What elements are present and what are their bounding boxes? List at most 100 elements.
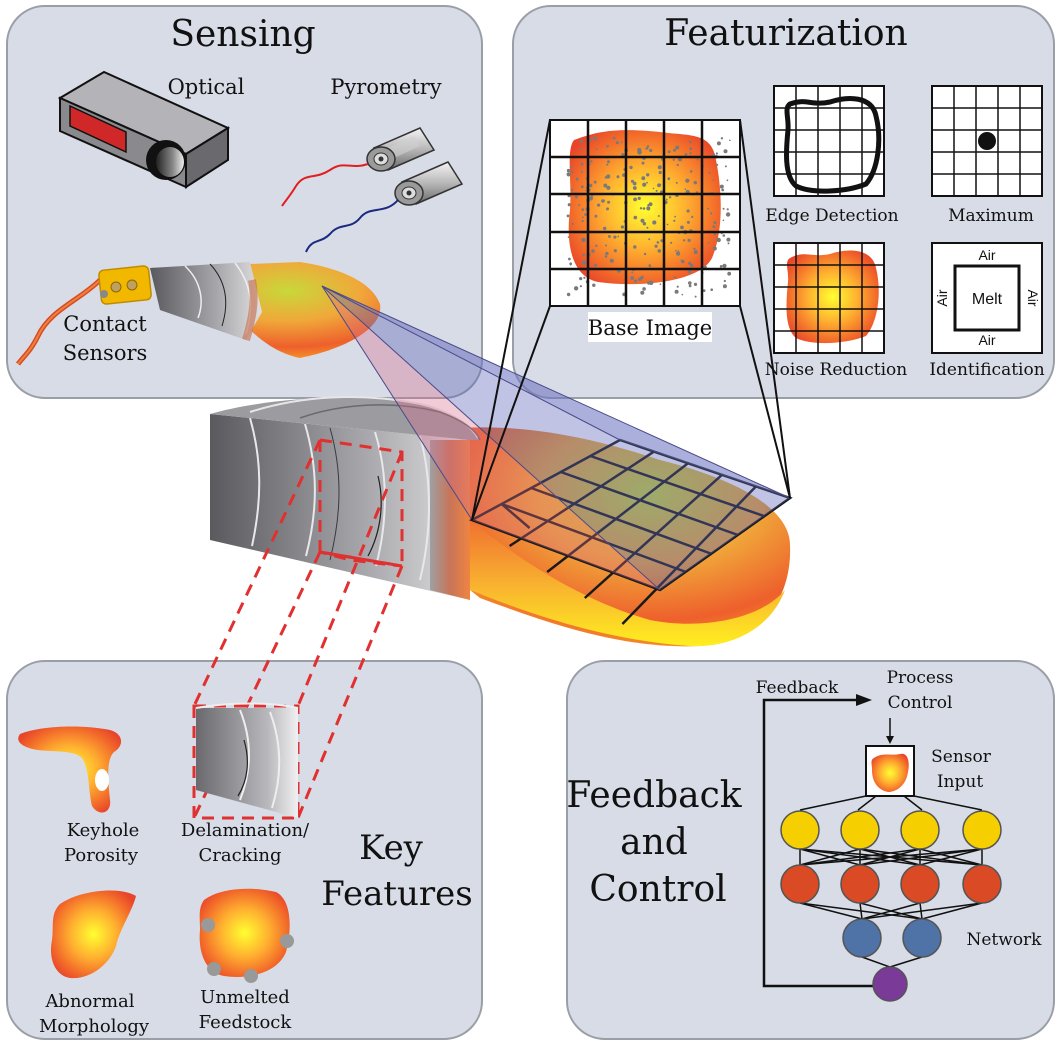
spatter-dot [696,158,699,161]
spatter-dot [631,271,634,274]
base-image-grid [549,119,741,307]
spatter-dot [722,234,726,237]
spatter-dot [712,246,717,251]
spatter-dot [688,284,692,288]
sensor-input-label-line1: Sensor [931,747,992,767]
spatter-dot [603,199,605,202]
spatter-dot [648,238,651,241]
feedback-title-line3: Control [589,869,726,910]
base-image-label: Base Image [588,316,712,340]
spatter-dot [638,277,642,282]
network-edge [861,902,983,920]
spatter-dot [609,258,614,263]
spatter-dot [675,249,677,252]
feedback-title-line2: and [620,822,688,863]
sensing-cone-edges [321,285,791,591]
spatter-dot [603,226,607,231]
spatter-dot [632,186,637,190]
spatter-dot [593,136,598,141]
contact-sensor-icon [16,265,152,366]
network-connections [799,848,983,968]
spatter-dot [640,218,645,223]
unmelted-label-line1: Unmelted [200,987,290,1008]
spatter-dot [580,147,583,150]
maximum-grid [931,85,1043,197]
spatter-dot [582,260,587,265]
air-bottom-label: Air [978,332,995,348]
spatter-dot [620,225,625,229]
spatter-dot [722,263,727,268]
feedback-loop-label: Feedback [756,678,839,698]
spatter-dot [720,137,724,140]
spatter-dot [608,236,611,239]
spatter-dot [606,163,609,166]
network-edge [861,902,921,920]
pyrometer-2-icon [305,161,464,253]
air-right-label: Air [1025,289,1041,306]
process-control-label-line2: Control [888,693,953,713]
contact-sensors-label-line1: Contact [63,312,147,336]
network-edge [859,902,863,920]
spatter-dot [673,148,676,152]
keyhole-porosity-icon [18,726,122,813]
spatter-dot [657,165,662,170]
spatter-dot [603,184,607,188]
spatter-dot [617,235,620,238]
spatter-dot [584,213,588,216]
spatter-dot [723,279,726,283]
spatter-dot [712,153,716,157]
spatter-dot [688,261,692,265]
spatter-dot [633,245,637,249]
spatter-dot [641,275,644,278]
spatter-dot [716,141,721,146]
spatter-dot [566,168,571,173]
unmelted-label-line2: Feedstock [199,1012,293,1033]
spatter-dot [642,207,646,210]
spatter-dot [694,295,697,298]
spatter-dot [637,196,641,200]
hidden-node-4 [962,864,1002,904]
spatter-dot [615,141,619,145]
spatter-dot [632,181,637,186]
spatter-dot [688,281,692,285]
spatter-dot [630,179,635,183]
spatter-dot [659,183,662,186]
key-features-title-line2: Features [321,874,473,914]
spatter-dot [582,216,584,218]
spatter-dot [714,221,717,225]
spatter-dot [633,215,638,220]
spatter-dot [657,249,662,253]
spatter-dot [641,176,646,181]
spatter-dot [652,187,655,190]
spatter-dot [642,182,647,187]
spatter-dot [672,158,675,161]
melt-pool-grid [468,438,793,625]
spatter-dot [712,179,714,182]
spatter-dot [645,147,648,150]
spatter-dot [581,208,585,211]
spatter-dot [693,180,697,185]
network-edge [919,848,983,866]
spatter-dot [597,203,601,207]
unmelted-feedstock-icon [199,888,294,983]
spatter-dot [660,239,664,243]
spatter-dot [605,251,609,256]
network-edge [799,848,983,866]
spatter-dot [574,195,578,199]
spatter-dot [594,214,598,218]
spatter-dot [691,215,694,218]
spatter-dot [633,197,637,202]
spatter-dot [566,214,570,218]
noise-reduction-label: Noise Reduction [765,360,907,380]
spatter-dot [646,145,650,148]
spatter-dot [613,235,617,239]
spatter-dot [723,149,728,154]
feedback-loop-arrow [762,694,874,988]
spatter-dot [573,286,579,291]
spatter-dot [681,293,684,296]
spatter-dot [634,279,638,283]
spatter-dot [567,203,571,207]
spatter-dot [682,239,686,242]
network-edge [799,902,863,920]
